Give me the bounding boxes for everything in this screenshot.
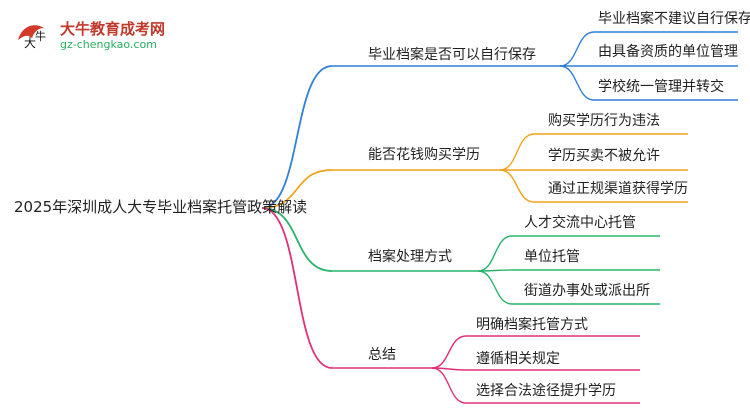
svg-text:牛: 牛: [35, 29, 46, 43]
leaf-4-3: 选择合法途径提升学历: [476, 383, 616, 399]
connector-root-branch-2: [261, 169, 333, 209]
leaf-2-2: 学历买卖不被允许: [548, 148, 660, 164]
leaf-2-3: 通过正规渠道获得学历: [548, 181, 688, 197]
connector-branch-3-leaf-3: [477, 270, 513, 305]
branch-buy-degree: 能否花钱购买学历: [368, 147, 480, 163]
leaf-1-1: 毕业档案不建议自行保存: [598, 11, 750, 27]
site-logo[interactable]: 大 牛 大牛教育成考网 gz-chengkao.com: [8, 8, 208, 54]
connector-branch-4-leaf-3: [431, 367, 467, 404]
bull-logo-icon: 大 牛: [18, 25, 46, 50]
leaf-2-1: 购买学历行为违法: [548, 113, 660, 129]
connector-branch-1-leaf-3: [559, 65, 595, 101]
leaf-4-1: 明确档案托管方式: [476, 317, 588, 333]
connector-branch-2-leaf-3: [499, 169, 535, 203]
leaf-3-1: 人才交流中心托管: [524, 215, 636, 231]
logo-url: gz-chengkao.com: [60, 38, 157, 51]
branch-summary: 总结: [368, 347, 396, 363]
connector-root-branch-4: [261, 207, 333, 369]
connector-branch-3-leaf-1: [477, 235, 513, 272]
connector-branch-2-leaf-1: [499, 133, 535, 171]
branch-archive-handling: 档案处理方式: [368, 249, 452, 265]
leaf-1-2: 由具备资质的单位管理: [598, 44, 738, 60]
logo-title: 大牛教育成考网: [60, 20, 166, 38]
connector-branch-4-leaf-1: [431, 335, 467, 369]
leaf-1-3: 学校统一管理并转交: [598, 79, 724, 95]
leaf-3-3: 街道办事处或派出所: [524, 283, 650, 299]
root-topic: 2025年深圳成人大专毕业档案托管政策解读: [14, 198, 308, 216]
connector-branch-1-leaf-1: [559, 31, 595, 67]
leaf-3-2: 单位托管: [524, 249, 580, 265]
branch-archive-self-keep: 毕业档案是否可以自行保存: [368, 47, 536, 63]
svg-text:大: 大: [24, 36, 36, 50]
connector-root-branch-1: [261, 65, 333, 209]
connector-root-branch-3: [261, 207, 333, 272]
leaf-4-2: 遵循相关规定: [476, 351, 560, 367]
